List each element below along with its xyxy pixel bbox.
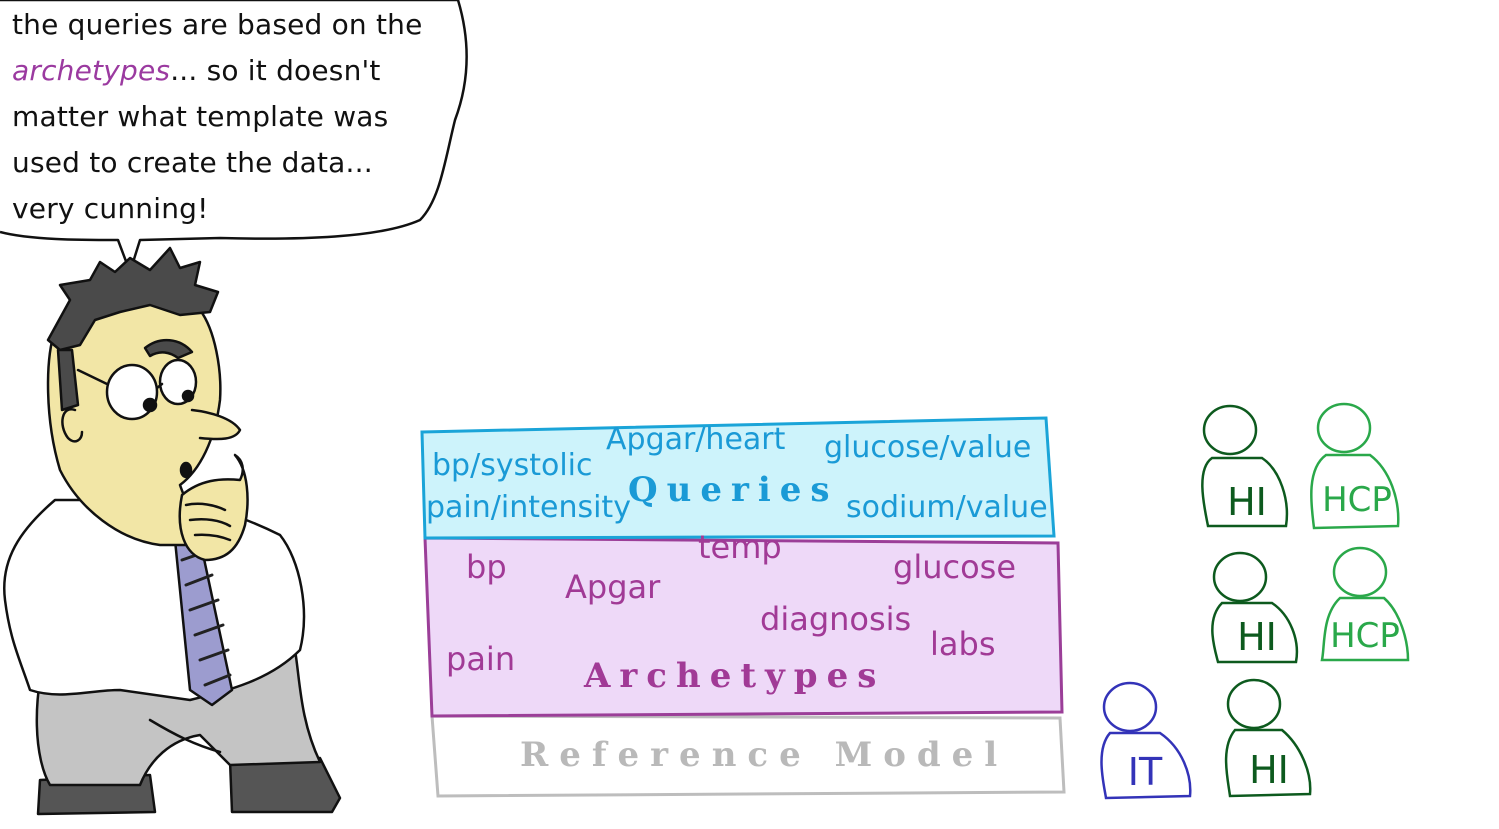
query-item: sodium/value bbox=[846, 490, 1048, 525]
query-item: bp/systolic bbox=[432, 448, 593, 483]
archetype-item: pain bbox=[446, 640, 516, 678]
query-item: glucose/value bbox=[824, 430, 1032, 465]
person-hi-figure bbox=[1211, 551, 1299, 664]
archetype-item: diagnosis bbox=[760, 600, 912, 638]
speech-line-5: very cunning! bbox=[12, 192, 209, 225]
speech-line-3: matter what template was bbox=[12, 100, 389, 133]
archetype-item: temp bbox=[698, 528, 782, 566]
speech-line-4: used to create the data... bbox=[12, 146, 373, 179]
nose bbox=[190, 408, 242, 441]
person-it-figure bbox=[1100, 681, 1192, 800]
speech-text: the queries are based on the archetypes.… bbox=[12, 2, 462, 232]
speech-line-1: the queries are based on the bbox=[12, 8, 423, 41]
speech-line-2: archetypes... so it doesn't bbox=[12, 48, 462, 94]
archetype-item: Apgar bbox=[565, 568, 661, 606]
person-hi-figure bbox=[1224, 678, 1312, 798]
speech-highlight: archetypes bbox=[12, 54, 171, 87]
person-label: HCP bbox=[1322, 480, 1392, 520]
speech-line-2-rest: ... so it doesn't bbox=[170, 54, 381, 87]
person-label: HI bbox=[1249, 748, 1289, 792]
person-label: HI bbox=[1237, 615, 1277, 659]
reference-model-layer-title: Reference Model bbox=[520, 735, 1009, 775]
reference-model-box bbox=[430, 714, 1066, 798]
person-label: HCP bbox=[1330, 616, 1400, 656]
archetypes-layer-title: Archetypes bbox=[584, 656, 886, 696]
person-hi-figure bbox=[1201, 404, 1289, 528]
archetype-item: glucose bbox=[893, 548, 1017, 586]
query-item: Apgar/heart bbox=[606, 422, 786, 457]
person-label: HI bbox=[1227, 480, 1267, 524]
person-label: IT bbox=[1127, 750, 1163, 794]
queries-layer-title: Queries bbox=[628, 470, 839, 510]
person-hcp-figure bbox=[1310, 402, 1400, 530]
archetype-item: bp bbox=[466, 548, 507, 586]
archetype-item: labs bbox=[930, 625, 996, 663]
person-hcp-figure bbox=[1320, 546, 1410, 662]
queries-box bbox=[420, 416, 1056, 540]
hair bbox=[46, 246, 220, 352]
archetypes-box bbox=[423, 536, 1064, 718]
query-item: pain/intensity bbox=[426, 490, 631, 525]
